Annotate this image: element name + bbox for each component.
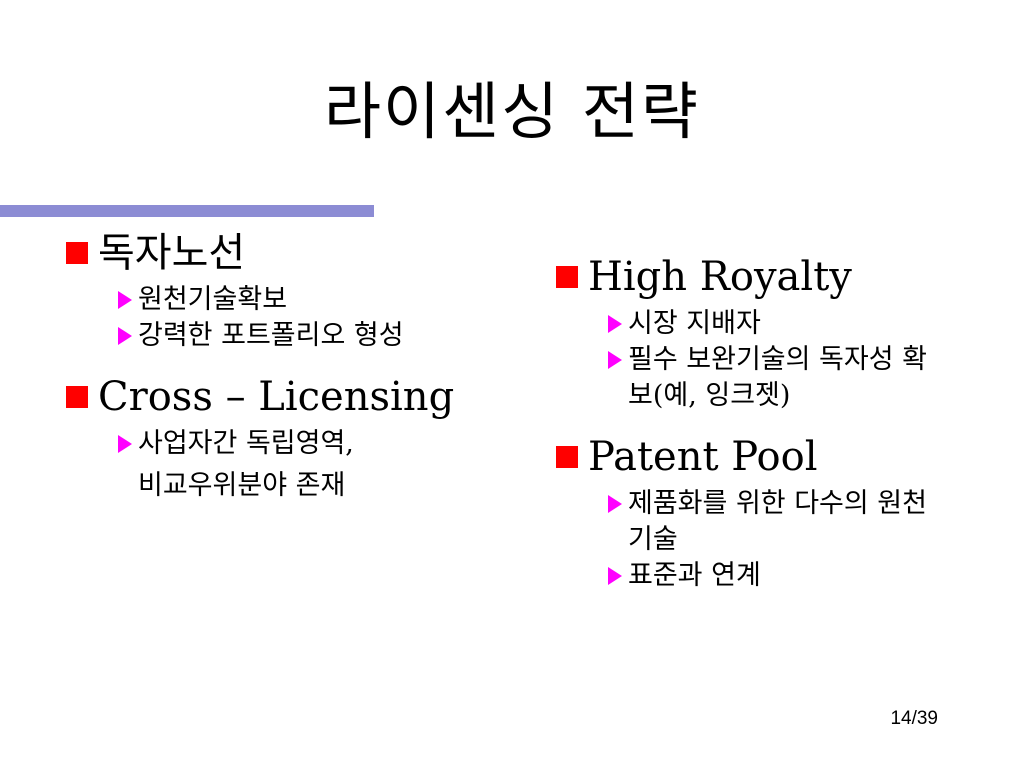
square-bullet-icon	[556, 446, 578, 468]
sub-item-text: 필수 보완기술의 독자성 확보(예, 잉크젯)	[628, 344, 927, 411]
list-item: 독자노선 원천기술확보 강력한 포트폴리오 형성	[66, 228, 506, 354]
sub-item-text: 사업자간 독립영역,	[138, 428, 354, 459]
sub-list: 시장 지배자 필수 보완기술의 독자성 확보(예, 잉크젯)	[556, 306, 956, 414]
left-column: 독자노선 원천기술확보 강력한 포트폴리오 형성 Cross – Licensi…	[66, 228, 506, 504]
heading-text: 독자노선	[98, 230, 246, 276]
triangle-bullet-icon	[118, 327, 132, 345]
slide-title: 라이센싱 전략	[324, 75, 700, 148]
title-divider	[0, 205, 374, 217]
bullet-heading: High Royalty	[556, 252, 956, 302]
sub-item-text: 강력한 포트폴리오 형성	[138, 320, 404, 351]
sub-item: 사업자간 독립영역,	[118, 426, 506, 462]
heading-text: High Royalty	[588, 254, 852, 300]
triangle-bullet-icon	[118, 435, 132, 453]
sub-item: 제품화를 위한 다수의 원천기술	[608, 486, 956, 558]
triangle-bullet-icon	[608, 495, 622, 513]
triangle-bullet-icon	[608, 315, 622, 333]
square-bullet-icon	[66, 386, 88, 408]
sub-item: 원천기술확보	[118, 282, 506, 318]
square-bullet-icon	[66, 242, 88, 264]
sub-item-continuation: 비교우위분야 존재	[138, 470, 346, 501]
sub-item: 시장 지배자	[608, 306, 956, 342]
triangle-bullet-icon	[608, 567, 622, 585]
sub-list: 원천기술확보 강력한 포트폴리오 형성	[66, 282, 506, 354]
sub-item-text: 제품화를 위한 다수의 원천기술	[628, 488, 927, 555]
triangle-bullet-icon	[608, 351, 622, 369]
page-number: 14/39	[890, 708, 938, 729]
square-bullet-icon	[556, 266, 578, 288]
sub-item: 필수 보완기술의 독자성 확보(예, 잉크젯)	[608, 342, 956, 414]
sub-list: 사업자간 독립영역, 비교우위분야 존재	[66, 426, 506, 504]
heading-text: Cross – Licensing	[98, 374, 455, 420]
sub-item-text: 원천기술확보	[138, 284, 288, 315]
sub-list: 제품화를 위한 다수의 원천기술 표준과 연계	[556, 486, 956, 594]
sub-item-text: 시장 지배자	[628, 308, 761, 339]
bullet-heading: Cross – Licensing	[66, 372, 506, 422]
sub-item-text: 표준과 연계	[628, 560, 761, 591]
list-item: Cross – Licensing 사업자간 독립영역, 비교우위분야 존재	[66, 372, 506, 504]
bullet-heading: Patent Pool	[556, 432, 956, 482]
sub-item: 강력한 포트폴리오 형성	[118, 318, 506, 354]
bullet-heading: 독자노선	[66, 228, 506, 278]
list-item: Patent Pool 제품화를 위한 다수의 원천기술 표준과 연계	[556, 432, 956, 594]
heading-text: Patent Pool	[588, 434, 818, 480]
list-item: High Royalty 시장 지배자 필수 보완기술의 독자성 확보(예, 잉…	[556, 252, 956, 414]
right-column: High Royalty 시장 지배자 필수 보완기술의 독자성 확보(예, 잉…	[556, 252, 956, 594]
sub-item: 표준과 연계	[608, 558, 956, 594]
triangle-bullet-icon	[118, 291, 132, 309]
